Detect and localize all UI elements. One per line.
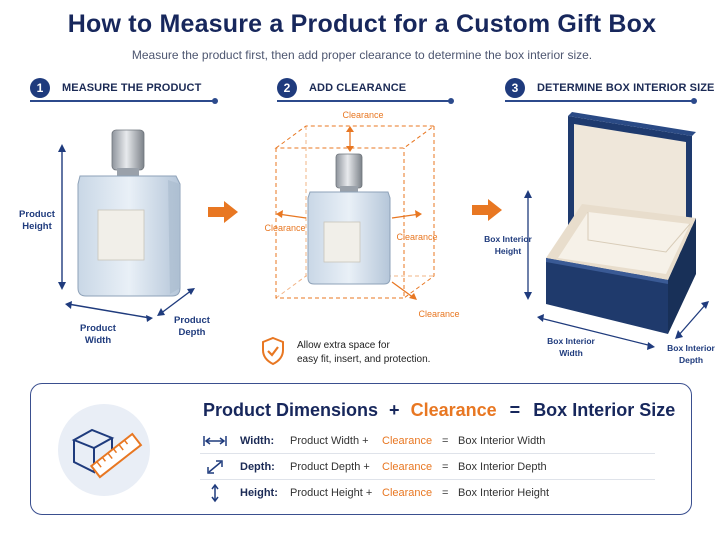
step-number: 1 [30,78,50,98]
clearance-bottle-illustration [274,125,436,300]
step-number: 2 [277,78,297,98]
row-divider [200,479,655,480]
step-3-header: 3 DETERMINE BOX INTERIOR SIZE [505,78,715,98]
step-underline [277,98,454,104]
page-title: How to Measure a Product for a Custom Gi… [67,10,657,38]
width-formula-row: Width: Product Width + Clearance = Box I… [200,428,655,454]
clearance-top-label: Clearance [342,110,384,120]
step-number: 3 [505,78,525,98]
step-label: MEASURE THE PRODUCT [62,82,202,94]
width-arrows-icon [203,436,227,446]
perfume-bottle-illustration [58,129,195,322]
shield-check-icon [262,336,284,366]
right-arrow-icon [208,201,238,223]
formula-heading: Product Dimensions + Clearance = Box Int… [203,400,676,420]
formula-panel [30,383,692,515]
step-1-header: 1 MEASURE THE PRODUCT [30,78,201,98]
depth-formula-row: Depth: Product Depth + Clearance = Box I… [200,454,655,480]
depth-arrows-icon [207,460,223,474]
step-label: ADD CLEARANCE [309,82,407,94]
height-arrows-icon [211,483,219,503]
clearance-bottom-label: Clearance [418,309,460,319]
right-arrow-icon [472,199,502,221]
page-subtitle: Measure the product first, then add prop… [131,48,593,62]
gift-box-illustration [524,112,709,350]
step-2-header: 2 ADD CLEARANCE [277,78,406,98]
clearance-left-label: Clearance [264,223,306,233]
box-ruler-icon [58,404,150,496]
step-underline [505,98,697,104]
height-formula-row: Height: Product Height + Clearance = Box… [200,480,655,506]
clearance-right-label: Clearance [396,232,438,242]
step-underline [30,98,218,104]
row-divider [200,453,655,454]
step-label: DETERMINE BOX INTERIOR SIZE [537,82,715,94]
